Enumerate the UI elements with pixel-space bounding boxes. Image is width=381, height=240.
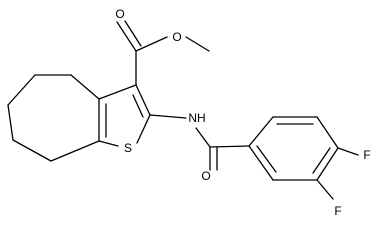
bond-c5-c6 [7,74,36,106]
atom-label-s-thiophene: S [124,141,132,155]
bond-amide-c-aryl [209,145,250,148]
bond-ester-c-o-methoxy [135,36,168,52]
atom-label-nh: NH [188,111,205,125]
atom-label-o-amide: O [201,169,210,183]
bond-ar-c3-c4 [316,116,339,149]
bond-o-methyl [185,36,210,52]
molecule-structure-diagram: O O NH S O F F [7,7,371,218]
bond-c2-nh [149,114,187,119]
bond-c-f-para [337,147,359,156]
bond-c8-c8a [50,140,100,162]
bond-c3-c3a [98,84,137,100]
bond-c3a-c4 [70,74,100,100]
bond-s-c8a [98,140,119,147]
bond-c2-s [136,114,151,144]
bond-c7-c8 [12,139,52,162]
bond-c6-c7 [7,104,14,141]
bond-ar-c1-c2 [248,116,274,147]
bond-nh-amide-c [195,127,211,148]
atom-labels: O O NH S O F F [115,7,370,218]
atom-label-o-carbonyl-ester: O [115,7,124,21]
atom-label-f-para: F [363,148,370,162]
bond-ar-c4-c5 [316,147,339,181]
atom-label-o-methoxy: O [172,30,181,44]
bond-c3-c2 [135,84,151,116]
bond-ar-c6-c1-double [256,145,277,173]
bond-ester-c-carbonyl-o-double [124,20,142,47]
atom-label-f-meta: F [334,204,341,218]
bond-ester-c-carbonyl-o [116,21,137,52]
bond-ar-c6-c1 [248,145,274,181]
bond-c-f-meta [316,179,334,200]
bonds [7,20,359,200]
bond-ar-c4-c5-double [312,147,331,174]
bond-c3-c2-double [132,94,144,118]
